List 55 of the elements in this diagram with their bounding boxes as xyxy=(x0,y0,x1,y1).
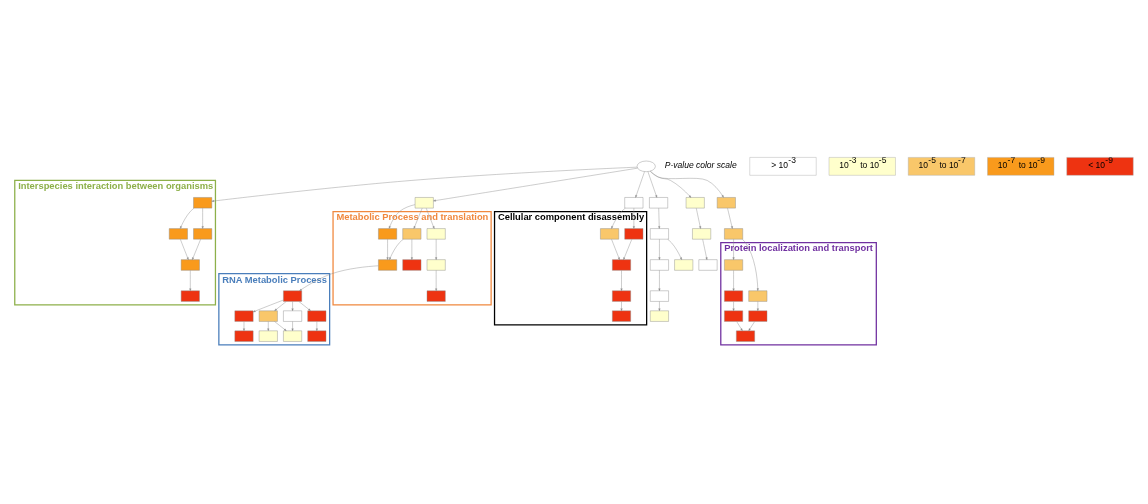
arrow xyxy=(426,208,435,229)
label: P-value color scale xyxy=(664,160,737,171)
arrow xyxy=(736,321,743,331)
arrow xyxy=(267,321,270,331)
arrow xyxy=(658,239,661,260)
arrow xyxy=(635,171,645,198)
arrow xyxy=(274,301,287,311)
arrow xyxy=(748,321,755,331)
arrow xyxy=(611,207,626,229)
arrow xyxy=(732,270,735,291)
node-box xyxy=(378,228,397,240)
arrow xyxy=(611,239,620,260)
arrow xyxy=(696,208,702,229)
arrow xyxy=(727,208,733,229)
arrow xyxy=(623,239,633,260)
cluster: Protein localization and transport xyxy=(720,242,877,346)
arrow xyxy=(632,208,635,229)
arrow xyxy=(274,321,287,331)
arrow xyxy=(667,239,682,260)
node-ellipse xyxy=(636,160,656,172)
arrow xyxy=(435,270,438,291)
arrow xyxy=(253,299,284,313)
arrow xyxy=(620,301,623,311)
arrow xyxy=(647,171,658,198)
arrow xyxy=(211,166,638,202)
arrow xyxy=(299,265,379,291)
arrow xyxy=(732,239,735,260)
arrow xyxy=(413,208,423,229)
arrow xyxy=(180,239,189,260)
arrow xyxy=(658,208,661,229)
arrow xyxy=(389,239,404,260)
arrow xyxy=(435,239,438,260)
arrow xyxy=(298,301,311,311)
arrow xyxy=(315,321,318,331)
node-box xyxy=(716,197,736,209)
arrow xyxy=(658,270,661,291)
arrow xyxy=(410,239,413,260)
arrow xyxy=(388,204,416,229)
arrow xyxy=(702,239,708,260)
arrow xyxy=(658,301,661,311)
arrow xyxy=(649,171,724,198)
cluster: RNA Metabolic Process xyxy=(218,273,331,346)
arrow xyxy=(192,239,201,260)
arrow xyxy=(291,301,294,311)
arrow xyxy=(620,270,623,291)
arrow xyxy=(650,170,692,198)
arrow xyxy=(386,239,389,260)
arrow xyxy=(189,270,192,291)
arrow xyxy=(756,301,759,311)
arrow xyxy=(180,207,195,229)
arrow xyxy=(742,239,759,291)
arrow xyxy=(201,208,204,229)
arrow xyxy=(433,167,638,202)
arrow xyxy=(732,301,735,311)
arrow xyxy=(291,321,294,331)
